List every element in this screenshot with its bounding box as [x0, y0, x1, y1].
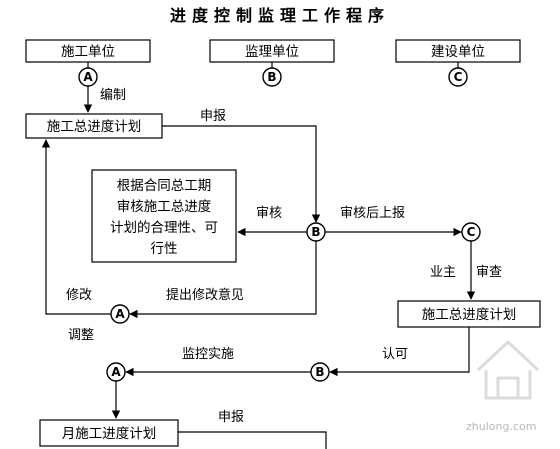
review-line-3: 计划的合理性、可 — [110, 220, 218, 236]
label-owner: 业主 — [430, 265, 456, 280]
label-modify: 修改 — [66, 288, 92, 303]
label-approve: 认可 — [382, 347, 408, 362]
label-submit-2: 申报 — [218, 410, 244, 425]
circle-c — [448, 67, 468, 87]
watermark-text: zhulong.com — [466, 420, 537, 433]
arrow-approve — [329, 327, 470, 377]
review-line-4: 行性 — [151, 241, 178, 257]
label-compile: 编制 — [100, 88, 126, 103]
circle-c-label: C — [454, 70, 463, 84]
owner-label: 建设单位 — [431, 44, 485, 60]
review-line-2: 审核施工总进度 — [117, 199, 212, 215]
label-after-review-submit: 审核后上报 — [340, 206, 405, 221]
label-submit-1: 申报 — [200, 109, 226, 124]
diagram-title: 进度控制监理工作程序 — [169, 6, 390, 25]
circle-a-modify-label: A — [115, 307, 125, 321]
monthly-schedule-box — [39, 419, 179, 447]
circle-a-label: A — [83, 70, 93, 84]
label-review: 审核 — [256, 206, 282, 221]
circle-b-monitor-label: B — [315, 365, 324, 379]
circle-c-owner-label: C — [467, 225, 476, 239]
contractor-label: 施工单位 — [61, 44, 115, 60]
review-line-1: 根据合同总工期 — [117, 178, 212, 194]
label-monitor: 监控实施 — [182, 347, 234, 362]
label-examine: 审查 — [476, 265, 502, 280]
arrow-suggest-changes — [129, 241, 317, 319]
supervisor-label: 监理单位 — [245, 44, 299, 60]
circle-a-monthly-label: A — [111, 365, 121, 379]
monthly-schedule-label: 月施工进度计划 — [62, 426, 157, 442]
arrow-submit-2 — [178, 431, 327, 449]
label-adjust: 调整 — [68, 328, 94, 343]
circle-b — [262, 67, 282, 87]
label-suggest-changes: 提出修改意见 — [166, 287, 244, 303]
circle-b-label: B — [267, 70, 276, 84]
circle-b-review-label: B — [311, 225, 320, 239]
watermark-logo — [476, 339, 540, 400]
master-schedule-right-box — [397, 300, 541, 328]
master-schedule-top-label: 施工总进度计划 — [47, 119, 142, 135]
review-criteria-box — [91, 169, 237, 263]
arrow-submit-1 — [162, 125, 321, 223]
master-schedule-right-label: 施工总进度计划 — [422, 307, 517, 323]
arrow-modify — [41, 139, 111, 315]
